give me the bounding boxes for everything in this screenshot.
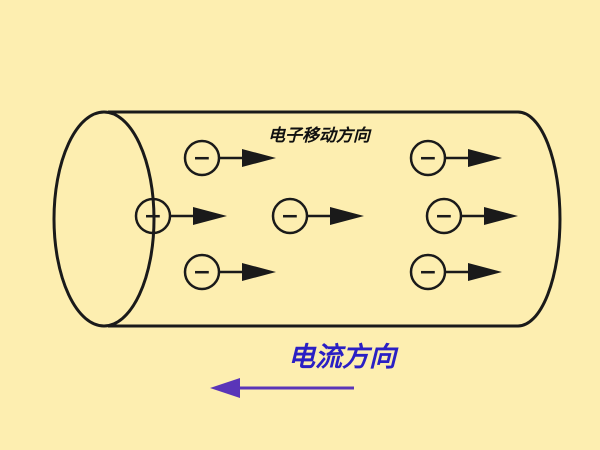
electron-charge-sign: −: [435, 204, 453, 229]
velocity-arrow-head: [484, 207, 518, 225]
electron-direction-label: 电子移动方向: [268, 126, 372, 146]
cylinder-body-outline: [108, 110, 562, 328]
electron: −: [409, 139, 502, 177]
electron: −: [134, 197, 227, 235]
electron: −: [409, 253, 502, 291]
velocity-arrow-head: [330, 207, 364, 225]
electron: −: [425, 197, 518, 235]
current-arrow-head: [210, 378, 240, 398]
current-direction-arrow: [210, 378, 354, 398]
electron-charge-sign: −: [419, 146, 437, 171]
cylinder-left-end: [52, 110, 156, 328]
conductor-cylinder: [52, 110, 562, 328]
velocity-arrow-head: [468, 263, 502, 281]
electron-charge-sign: −: [193, 260, 211, 285]
velocity-arrow-head: [193, 207, 227, 225]
velocity-arrow-head: [468, 149, 502, 167]
electron-charge-sign: −: [419, 260, 437, 285]
velocity-arrow-head: [242, 149, 276, 167]
electron-charge-sign: −: [144, 204, 162, 229]
electrons: − − − −: [134, 139, 518, 291]
current-direction-label: 电流方向: [288, 342, 399, 373]
velocity-arrow-head: [242, 263, 276, 281]
electron: −: [183, 253, 276, 291]
electron-charge-sign: −: [281, 204, 299, 229]
electron: −: [271, 197, 364, 235]
electron: −: [183, 139, 276, 177]
electron-charge-sign: −: [193, 146, 211, 171]
